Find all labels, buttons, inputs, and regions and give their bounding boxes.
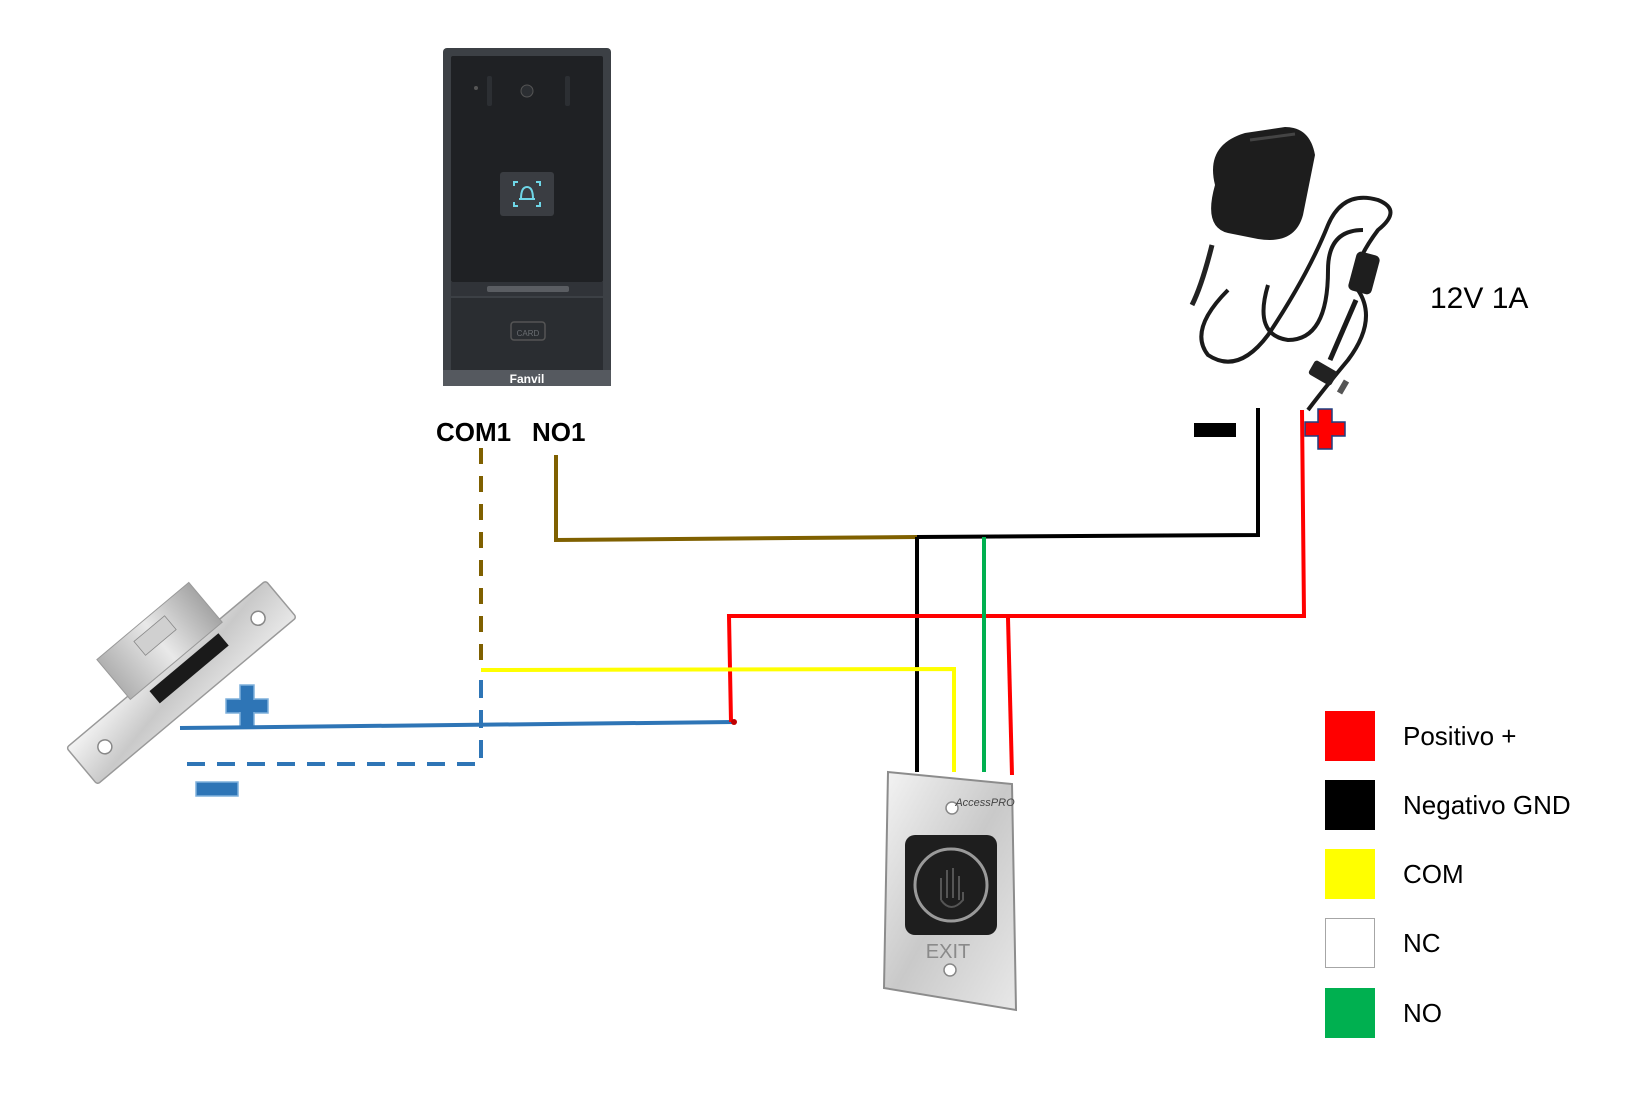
lock-minus-icon xyxy=(195,781,239,797)
exit-button-device: AccessPRO EXIT xyxy=(882,770,1018,1012)
card-text: CARD xyxy=(517,329,540,338)
legend-swatch-red xyxy=(1325,711,1375,761)
legend-item-no: NO xyxy=(1325,988,1625,1040)
legend-item-negativo: Negativo GND xyxy=(1325,780,1625,832)
power-adapter xyxy=(1189,127,1393,412)
com1-terminal-label: COM1 xyxy=(436,417,512,447)
legend-label: COM xyxy=(1403,859,1464,889)
barrel-plug xyxy=(1308,360,1338,386)
hand-icon xyxy=(940,868,964,908)
legend-item-com: COM xyxy=(1325,849,1625,901)
wire-positive-exit xyxy=(1006,617,1014,776)
wire-lock-negative xyxy=(180,680,483,766)
exit-screw-top xyxy=(945,801,959,815)
card-reader-icon xyxy=(510,321,546,341)
legend-swatch-green xyxy=(1325,988,1375,1038)
wire-gnd-psu xyxy=(916,408,1260,539)
legend-label: Positivo + xyxy=(1403,721,1517,751)
speaker-grille xyxy=(487,286,569,292)
intercom-base xyxy=(443,370,611,386)
lock-latch-slot xyxy=(149,633,229,704)
legend-label: NC xyxy=(1403,928,1441,958)
intercom-led-right xyxy=(565,76,570,106)
wire-junction xyxy=(731,719,737,725)
legend-swatch-yellow xyxy=(1325,849,1375,899)
exit-screw-bottom xyxy=(943,963,957,977)
adapter-body xyxy=(1211,127,1315,240)
legend-label: Negativo GND xyxy=(1403,790,1571,820)
ferrite-core xyxy=(1348,251,1380,295)
touch-ring xyxy=(913,847,989,923)
wire-lock-positive xyxy=(179,720,735,730)
legend-item-positivo: Positivo + xyxy=(1325,711,1625,763)
legend-swatch-white xyxy=(1325,918,1375,968)
adapter-cable xyxy=(1199,195,1393,412)
bell-icon xyxy=(513,181,541,207)
electric-strike-lock xyxy=(66,581,297,785)
intercom-device: CARD Fanvil xyxy=(443,48,611,386)
touch-sensor[interactable] xyxy=(905,835,997,935)
call-button[interactable] xyxy=(500,172,554,216)
lock-plus-icon xyxy=(225,684,269,728)
wire-no1-relay xyxy=(554,455,918,543)
exit-label: EXIT xyxy=(926,941,970,963)
psu-plus-icon xyxy=(1304,408,1346,450)
card-reader-panel xyxy=(451,298,603,370)
adapter-prong xyxy=(1189,244,1215,307)
legend-item-nc: NC xyxy=(1325,918,1625,970)
psu-minus-icon xyxy=(1194,423,1236,437)
intercom-upper-panel xyxy=(451,56,603,282)
intercom-sensor xyxy=(474,86,478,90)
wire-com xyxy=(480,666,956,772)
wire-positive-lock xyxy=(726,409,1307,723)
no1-terminal-label: NO1 xyxy=(532,417,586,447)
exit-brand-logo: AccessPRO xyxy=(954,797,1015,809)
psu-rating-label: 12V 1A xyxy=(1430,282,1529,315)
intercom-brand-logo: Fanvil xyxy=(510,372,545,386)
legend-swatch-black xyxy=(1325,780,1375,830)
camera-icon xyxy=(520,84,534,98)
intercom-led-left xyxy=(487,76,492,106)
legend-label: NO xyxy=(1403,998,1442,1028)
